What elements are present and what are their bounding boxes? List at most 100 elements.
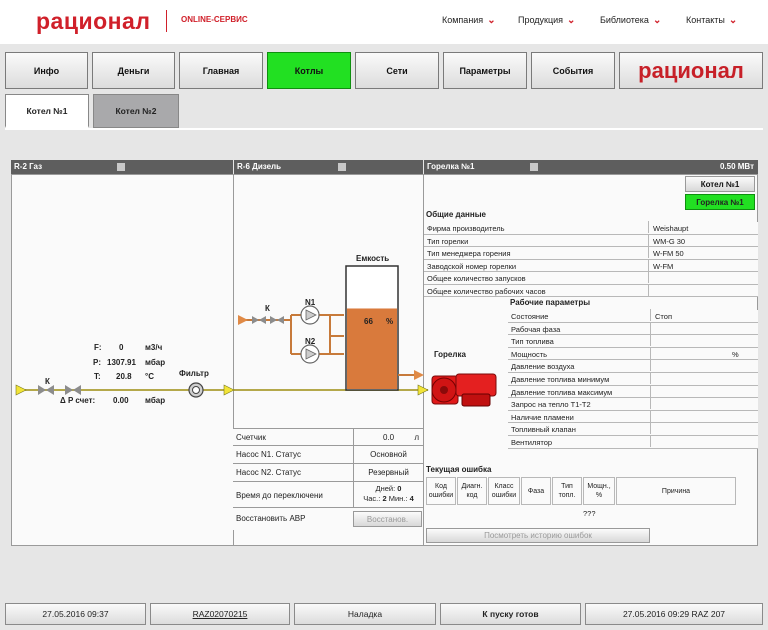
chevron-down-icon: ⌄ bbox=[652, 15, 662, 26]
flow-label: F: bbox=[94, 343, 102, 352]
error-history-button[interactable]: Посмотреть историю ошибок bbox=[426, 528, 650, 543]
error-col-header: Причина bbox=[616, 477, 736, 505]
row-label: Состояние bbox=[511, 312, 549, 321]
nav-boilers-button[interactable]: Котлы bbox=[267, 52, 351, 89]
work-row: Давление воздуха bbox=[508, 359, 758, 373]
work-row: Давление топлива максимум bbox=[508, 384, 758, 399]
dp-value: 0.00 bbox=[113, 396, 129, 405]
row-label: Топливный клапан bbox=[511, 425, 576, 435]
nav-networks-button[interactable]: Сети bbox=[355, 52, 439, 89]
valve-icon bbox=[270, 316, 277, 324]
valve-icon bbox=[38, 385, 46, 395]
menu-company[interactable]: Компания⌄ bbox=[442, 15, 496, 26]
row-label: Тип горелки bbox=[427, 236, 469, 246]
error-col-header: Диагн. код bbox=[457, 477, 487, 505]
cell-divider bbox=[648, 258, 649, 271]
burner-panel-title: Горелка №1 bbox=[427, 162, 475, 171]
arrow-right-icon bbox=[15, 384, 27, 396]
nav-events-button[interactable]: События bbox=[531, 52, 615, 89]
row-label: Общее количество запусков bbox=[427, 274, 526, 283]
cell-divider bbox=[650, 422, 651, 435]
work-row: Давление топлива минимум bbox=[508, 372, 758, 386]
dp-unit: мбар bbox=[145, 396, 166, 405]
row-label: Рабочая фаза bbox=[511, 324, 561, 334]
valve-icon bbox=[252, 316, 259, 324]
restore-avr-button[interactable]: Восстанов. bbox=[353, 511, 422, 527]
cell-divider bbox=[648, 271, 649, 283]
burner-power: 0.50 МВт bbox=[719, 162, 754, 171]
site-logo[interactable]: рационал bbox=[36, 8, 151, 34]
row-label: Счетчик bbox=[236, 433, 266, 442]
cell-divider bbox=[650, 372, 651, 384]
menu-label: Продукция bbox=[518, 15, 564, 25]
status-device-id[interactable]: RAZ02070215 bbox=[150, 603, 290, 625]
gas-panel-title: R-2 Газ bbox=[14, 162, 43, 171]
site-header: рационал ONLINE-СЕРВИС Компания⌄ Продукц… bbox=[0, 0, 768, 42]
logo-subtitle: ONLINE-СЕРВИС bbox=[181, 15, 248, 24]
general-data-title: Общие данные bbox=[426, 210, 486, 219]
temperature-unit: °C bbox=[145, 372, 154, 381]
menu-label: Библиотека bbox=[600, 15, 649, 25]
filter-icon bbox=[192, 386, 200, 394]
row-label: Наличие пламени bbox=[511, 412, 574, 422]
row-label: Давление воздуха bbox=[511, 362, 575, 372]
work-params-title: Рабочие параметры bbox=[510, 298, 591, 307]
menu-label: Компания bbox=[442, 15, 484, 25]
row-value: W-FM 50 bbox=[653, 249, 684, 258]
row-value: W-FM bbox=[653, 261, 674, 271]
tab-boiler-1[interactable]: Котел №1 bbox=[5, 94, 89, 128]
nav-params-button[interactable]: Параметры bbox=[443, 52, 527, 89]
cell-divider bbox=[650, 321, 651, 334]
temperature-label: T: bbox=[94, 372, 101, 381]
burner-icon bbox=[431, 373, 497, 407]
work-row: Вентилятор bbox=[508, 435, 758, 449]
cell-divider bbox=[650, 346, 651, 359]
valve-icon bbox=[65, 385, 73, 395]
status-datetime: 27.05.2016 09:37 bbox=[5, 603, 146, 625]
nav-money-button[interactable]: Деньги bbox=[92, 52, 175, 89]
row-value: % bbox=[732, 349, 739, 359]
valve-icon bbox=[73, 385, 81, 395]
pump-2-status-row: Насос N2. Статус Резервный bbox=[233, 464, 423, 482]
work-row: Тип топлива bbox=[508, 334, 758, 348]
tab-boiler-2[interactable]: Котел №2 bbox=[93, 94, 179, 128]
error-col-header: Класс ошибки bbox=[488, 477, 520, 505]
chevron-down-icon: ⌄ bbox=[567, 15, 576, 26]
nav-main-button[interactable]: Главная bbox=[179, 52, 263, 89]
status-ready: К пуску готов bbox=[440, 603, 581, 625]
work-row: Топливный клапан bbox=[508, 422, 758, 436]
logo-divider bbox=[166, 10, 167, 32]
burner-select-button[interactable]: Горелка №1 bbox=[685, 194, 755, 210]
pump-2-label: N2 bbox=[305, 337, 316, 346]
chevron-down-icon: ⌄ bbox=[728, 15, 738, 26]
flow-value: 0 bbox=[119, 343, 124, 352]
row-label: Насос N2. Статус bbox=[236, 468, 301, 477]
boiler-select-button[interactable]: Котел №1 bbox=[685, 176, 755, 192]
row-label: Вентилятор bbox=[511, 438, 553, 447]
status-bar: 27.05.2016 09:37 RAZ02070215 Наладка К п… bbox=[5, 603, 763, 625]
diesel-panel-header: R-6 Дизель bbox=[234, 160, 423, 174]
menu-contacts[interactable]: Контакты⌄ bbox=[686, 15, 737, 26]
arrow-right-icon bbox=[223, 384, 235, 396]
switch-time-cell: Дней: 0 Час.: 2 Мин.: 4 bbox=[353, 482, 423, 507]
cell-divider bbox=[648, 246, 649, 258]
diesel-valve-label: К bbox=[265, 304, 270, 313]
counter-unit: л bbox=[414, 433, 419, 442]
days-label: Дней: bbox=[375, 484, 396, 493]
nav-info-button[interactable]: Инфо bbox=[5, 52, 88, 89]
schematic bbox=[15, 265, 497, 407]
hours-value: 2 bbox=[382, 494, 387, 503]
work-row: Мощность% bbox=[508, 346, 758, 361]
cell-divider bbox=[648, 283, 649, 296]
menu-library[interactable]: Библиотека⌄ bbox=[600, 15, 661, 26]
temperature-value: 20.8 bbox=[116, 372, 132, 381]
error-col-header: Код ошибки bbox=[426, 477, 456, 505]
valve-icon bbox=[259, 316, 266, 324]
row-label: Общее количество рабочих часов bbox=[427, 286, 546, 296]
pump-1-status: Основной bbox=[353, 446, 423, 463]
menu-products[interactable]: Продукция⌄ bbox=[518, 15, 575, 26]
